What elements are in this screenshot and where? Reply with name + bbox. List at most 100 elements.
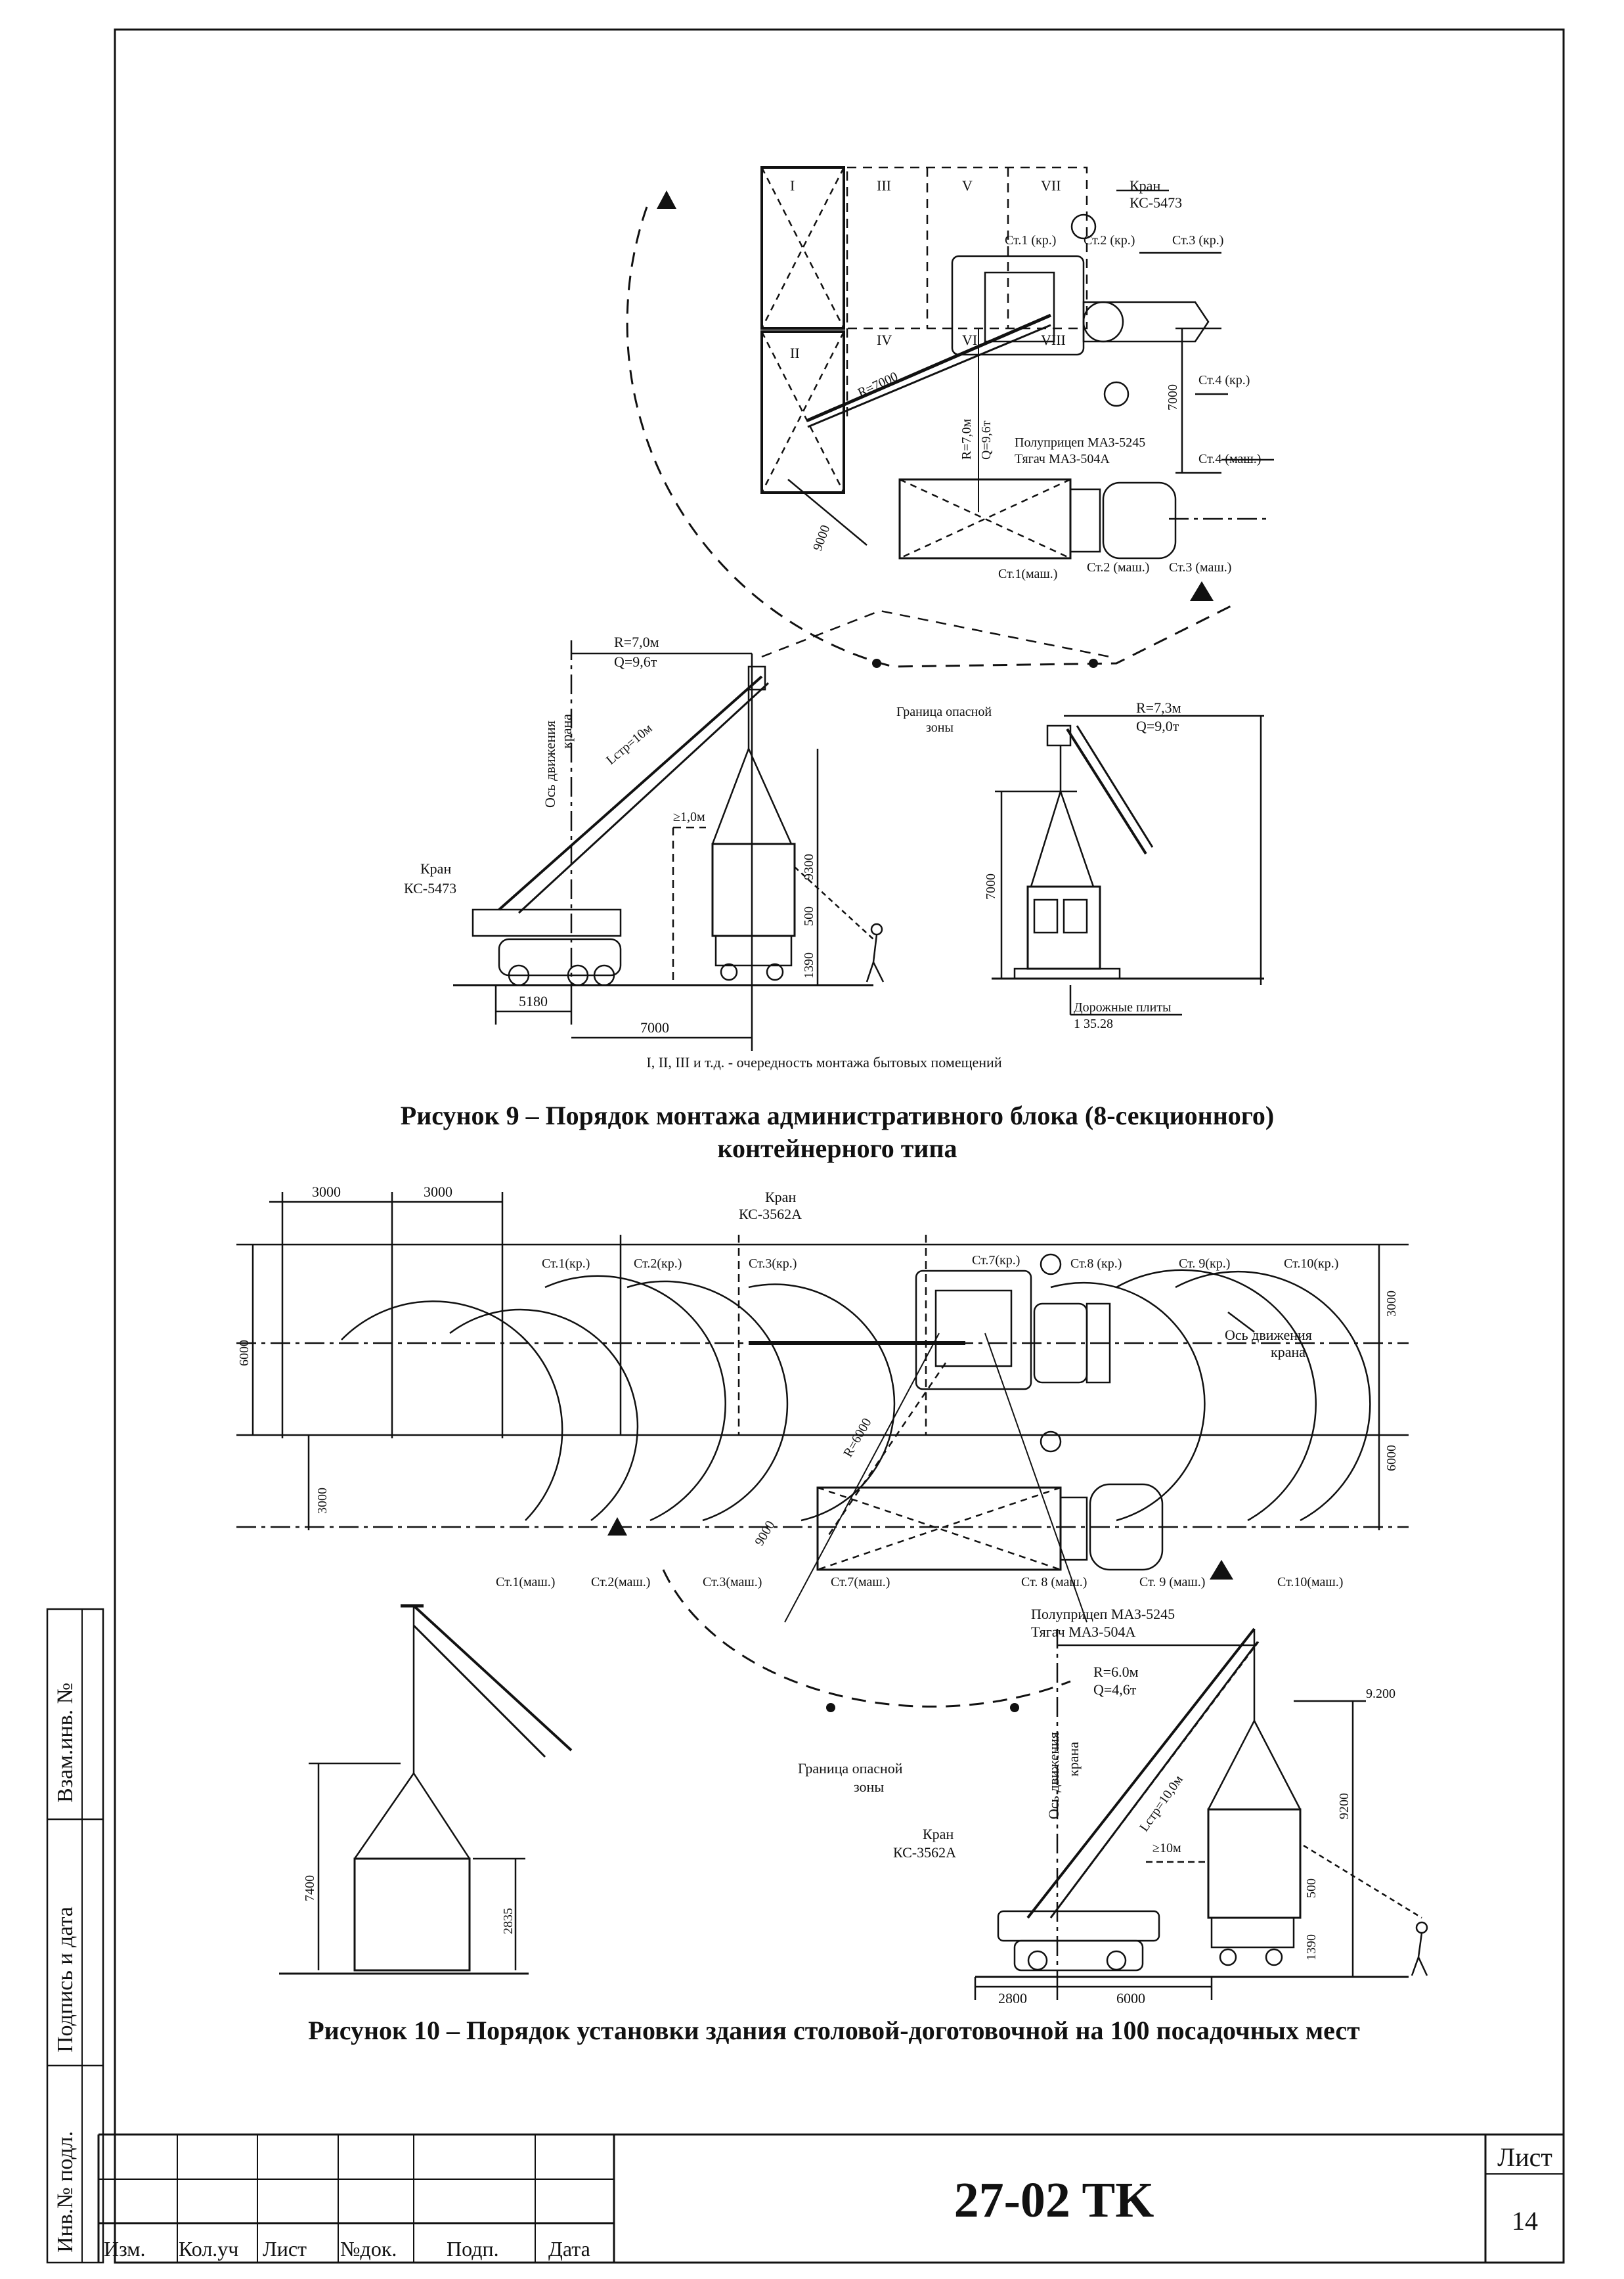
truck-stop: Ст.2(маш.)	[591, 1575, 650, 1589]
tractor-label: Тягач МАЗ-504А	[1031, 1624, 1135, 1640]
crane-stop: Ст.2 (кр.)	[1084, 233, 1135, 248]
radius-label: R=6000	[841, 1416, 874, 1460]
dim-1390: 1390	[802, 952, 816, 979]
tb-col-5: Подп.	[447, 2237, 499, 2261]
side-dim: 6000	[1384, 1445, 1399, 1471]
reach-label: 9000	[752, 1518, 778, 1549]
dim-2800: 2800	[998, 1990, 1027, 2006]
load-vertical: Q=9,6т	[979, 420, 994, 460]
crane-stop: Ст.8 (кр.)	[1070, 1256, 1122, 1271]
plates-label: Дорожные плиты	[1074, 1000, 1172, 1015]
axis-label: крана	[1271, 1344, 1306, 1360]
truck-stop: Ст.3 (маш.)	[1169, 560, 1231, 575]
sheet-label: Лист	[1497, 2142, 1552, 2172]
dim-7000: 7000	[984, 874, 998, 900]
dim-9300: 9300	[802, 854, 816, 880]
section-label: VII	[1041, 177, 1061, 194]
danger-triangle-icon	[1210, 1560, 1233, 1580]
stamp-original: Инв.№ подл.	[53, 2131, 77, 2253]
fig9-plan-labels: I III V VII II IV VI VIII Кран КС-5473 С…	[790, 177, 1261, 735]
fig10-elevation-left	[279, 1604, 573, 1975]
section-label: III	[877, 177, 891, 194]
section-label: V	[962, 177, 973, 194]
stamp-replacement: Взам.инв. №	[53, 1683, 77, 1803]
crane-stop: Ст.4 (кр.)	[1198, 373, 1250, 387]
dim-7000: 7000	[640, 1019, 669, 1036]
stamp-signature: Подпись и дата	[53, 1907, 77, 2052]
dim-9000: 9000	[810, 523, 833, 553]
module-dim: 3000	[312, 1184, 341, 1200]
crane-model: КС-3562А	[739, 1206, 802, 1222]
truck-stop: Ст.1(маш.)	[998, 567, 1057, 581]
boom-label: Lстр=10м	[604, 721, 655, 768]
module-dim: 3000	[424, 1184, 452, 1200]
plates-code: 1 35.28	[1074, 1017, 1113, 1031]
load-label: Q=4,6т	[1093, 1681, 1137, 1698]
truck-stop: Ст.3(маш.)	[703, 1575, 762, 1589]
side-dim: 3000	[1384, 1291, 1399, 1317]
zone-marker-icon	[1089, 659, 1098, 668]
danger-triangle-icon	[607, 1517, 627, 1536]
tb-col-4: №док.	[340, 2237, 397, 2261]
radius-vertical: R=7,0м	[959, 418, 974, 460]
trailer-label: Полуприцеп МАЗ-5245	[1015, 435, 1145, 450]
danger-triangle-icon	[657, 190, 676, 209]
dim-2835: 2835	[501, 1908, 516, 1934]
radius-label: R=6.0м	[1093, 1664, 1139, 1680]
tb-col-6: Дата	[548, 2237, 590, 2261]
tb-col-3: Лист	[263, 2237, 307, 2261]
section-label: IV	[877, 332, 892, 348]
dim-1390: 1390	[1304, 1934, 1319, 1960]
zone-marker-icon	[1010, 1703, 1019, 1712]
clearance-label: ≥10м	[1152, 1841, 1181, 1855]
fig10-caption: Рисунок 10 – Порядок установки здания ст…	[308, 2016, 1360, 2045]
tb-col-1: Изм.	[104, 2237, 146, 2261]
danger-zone-label: Граница опасной	[798, 1760, 903, 1777]
section-label: VIII	[1041, 332, 1066, 348]
section-label: II	[790, 345, 800, 361]
crane-stop: Ст.3(кр.)	[749, 1256, 797, 1271]
load-label: Q=9,0т	[1136, 718, 1179, 734]
axis-label: крана	[558, 714, 575, 749]
crane-stop: Ст.1 (кр.)	[1005, 233, 1056, 248]
danger-triangle-icon	[1190, 581, 1214, 601]
axis-label: Ось движения	[1045, 1732, 1062, 1819]
tb-col-2: Кол.уч	[179, 2237, 238, 2261]
crane-model: КС-3562А	[893, 1844, 956, 1861]
section-label: I	[790, 177, 795, 194]
drawing-code: 27-02 TK	[954, 2173, 1154, 2228]
side-dim: 3000	[315, 1488, 330, 1514]
crane-stop: Ст.1(кр.)	[542, 1256, 590, 1271]
tractor-label: Тягач МАЗ-504А	[1015, 452, 1110, 466]
fig9-caption-line2: контейнерного типа	[717, 1134, 957, 1163]
dim-6000: 6000	[1116, 1990, 1145, 2006]
sheet-number: 14	[1512, 2206, 1538, 2236]
crane-model: КС-5473	[404, 880, 456, 896]
truck-stop: Ст. 8 (маш.)	[1021, 1575, 1087, 1589]
boom-label: Lстр=10,0м	[1137, 1773, 1186, 1834]
dim-7000: 7000	[1166, 384, 1180, 410]
crane-label: Кран	[420, 860, 451, 877]
dim-500: 500	[1304, 1878, 1319, 1898]
dim-5180: 5180	[519, 993, 548, 1009]
truck-stop: Ст.2 (маш.)	[1087, 560, 1149, 575]
fig10-elevation-right-labels: R=6.0м Q=4,6т Ось движения крана Lстр=10…	[893, 1664, 1395, 2006]
fig9-elevation-right-labels: R=7,3м Q=9,0т 7000 Дорожные плиты 1 35.2…	[984, 699, 1181, 1031]
crane-model: КС-5473	[1130, 194, 1182, 211]
radius-label: R=7,0м	[614, 634, 659, 650]
fig9-caption-line1: Рисунок 9 – Порядок монтажа администрати…	[401, 1101, 1274, 1130]
danger-zone-label: зоны	[854, 1779, 884, 1795]
side-dim: 6000	[237, 1340, 252, 1366]
dim-7400: 7400	[303, 1875, 317, 1901]
crane-stop: Ст. 9(кр.)	[1179, 1256, 1230, 1271]
title-block: Изм. Кол.уч Лист №док. Подп. Дата 27-02 …	[97, 2133, 1564, 2263]
crane-label: Кран	[1130, 177, 1160, 194]
section-label: VI	[962, 332, 977, 348]
fig10-elevation-right	[974, 1627, 1428, 2000]
dim-500: 500	[802, 906, 816, 926]
crane-stop: Ст.7(кр.)	[972, 1253, 1020, 1268]
zone-marker-icon	[872, 659, 881, 668]
radius-label: R=7000	[856, 369, 900, 400]
